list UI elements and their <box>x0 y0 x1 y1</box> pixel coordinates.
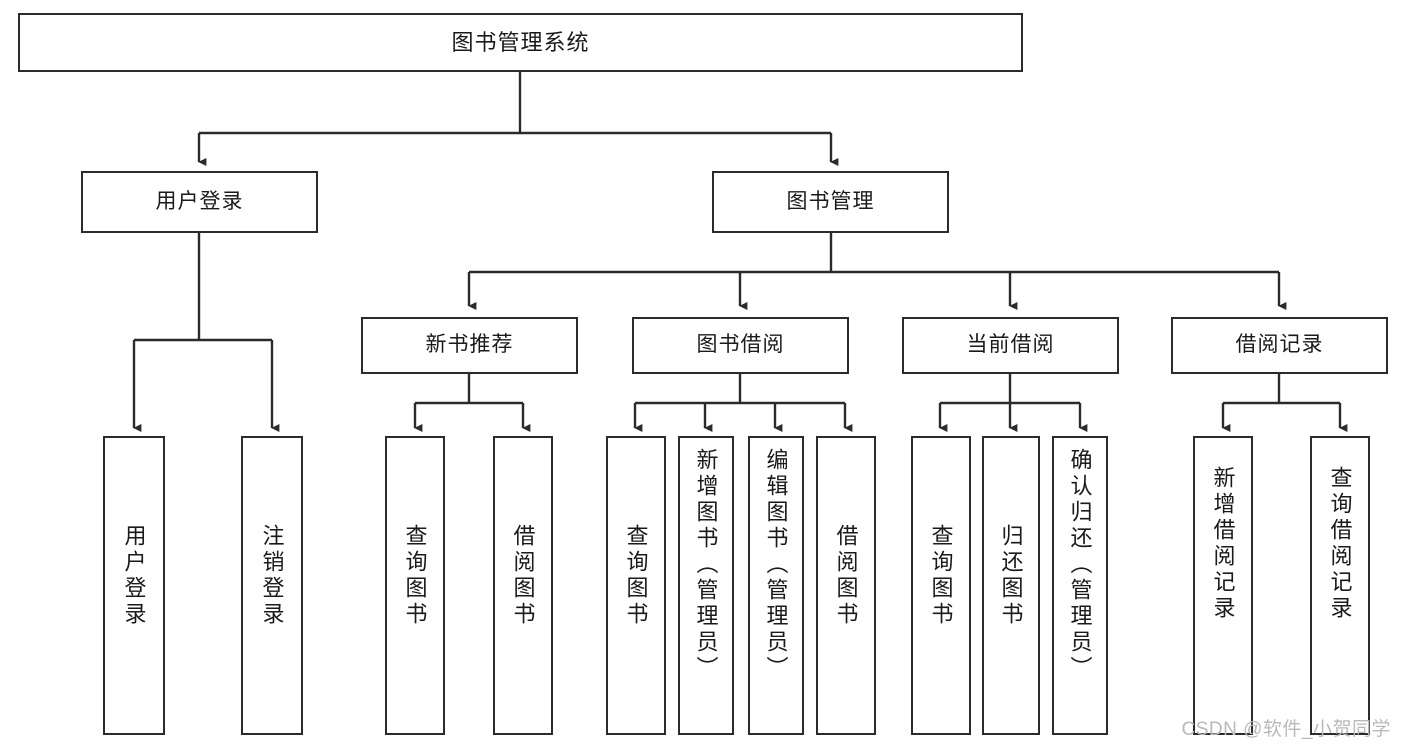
node-label: 注销登录 <box>259 524 285 628</box>
node-borrow-record[interactable]: 借阅记录 <box>1171 317 1388 374</box>
node-label: 编辑图书（管理员） <box>763 448 789 682</box>
leaf-query-book-borrow[interactable]: 查询图书 <box>606 436 666 735</box>
node-label: 新增借阅记录 <box>1210 466 1236 622</box>
node-label: 当前借阅 <box>966 333 1055 357</box>
node-label: 归还图书 <box>998 524 1024 628</box>
node-user-login[interactable]: 用户登录 <box>81 171 318 233</box>
leaf-query-borrow-record[interactable]: 查询借阅记录 <box>1310 436 1370 735</box>
node-label: 查询图书 <box>623 524 649 628</box>
node-label: 查询图书 <box>402 524 428 628</box>
node-label: 借阅图书 <box>510 524 536 628</box>
leaf-user-login[interactable]: 用户登录 <box>103 436 165 735</box>
node-label: 借阅图书 <box>833 524 859 628</box>
node-label: 图书借阅 <box>696 333 785 357</box>
leaf-add-book-admin[interactable]: 新增图书（管理员） <box>678 436 734 735</box>
leaf-query-book-recommend[interactable]: 查询图书 <box>385 436 445 735</box>
node-label: 查询图书 <box>928 524 954 628</box>
node-label: 新增图书（管理员） <box>693 448 719 682</box>
leaf-return-book[interactable]: 归还图书 <box>982 436 1040 735</box>
node-label: 用户登录 <box>121 524 147 628</box>
leaf-add-borrow-record[interactable]: 新增借阅记录 <box>1193 436 1253 735</box>
leaf-edit-book-admin[interactable]: 编辑图书（管理员） <box>748 436 804 735</box>
node-label: 新书推荐 <box>425 333 514 357</box>
node-label: 图书管理 <box>786 189 875 213</box>
node-current-borrow[interactable]: 当前借阅 <box>902 317 1119 374</box>
node-label: 查询借阅记录 <box>1327 466 1353 622</box>
leaf-user-logout[interactable]: 注销登录 <box>241 436 303 735</box>
node-new-book-recommend[interactable]: 新书推荐 <box>361 317 578 374</box>
node-label: 图书管理系统 <box>451 29 590 55</box>
node-label: 用户登录 <box>155 189 244 213</box>
node-label: 确认归还（管理员） <box>1067 448 1093 682</box>
leaf-confirm-return-admin[interactable]: 确认归还（管理员） <box>1052 436 1108 735</box>
node-root-book-management-system[interactable]: 图书管理系统 <box>18 13 1023 72</box>
leaf-borrow-book-recommend[interactable]: 借阅图书 <box>493 436 553 735</box>
node-book-management[interactable]: 图书管理 <box>712 171 949 233</box>
leaf-query-book-current[interactable]: 查询图书 <box>911 436 971 735</box>
csdn-watermark: CSDN @软件_小贺同学 <box>1181 719 1391 740</box>
leaf-borrow-book[interactable]: 借阅图书 <box>816 436 876 735</box>
node-book-borrow[interactable]: 图书借阅 <box>632 317 849 374</box>
node-label: 借阅记录 <box>1235 333 1324 357</box>
